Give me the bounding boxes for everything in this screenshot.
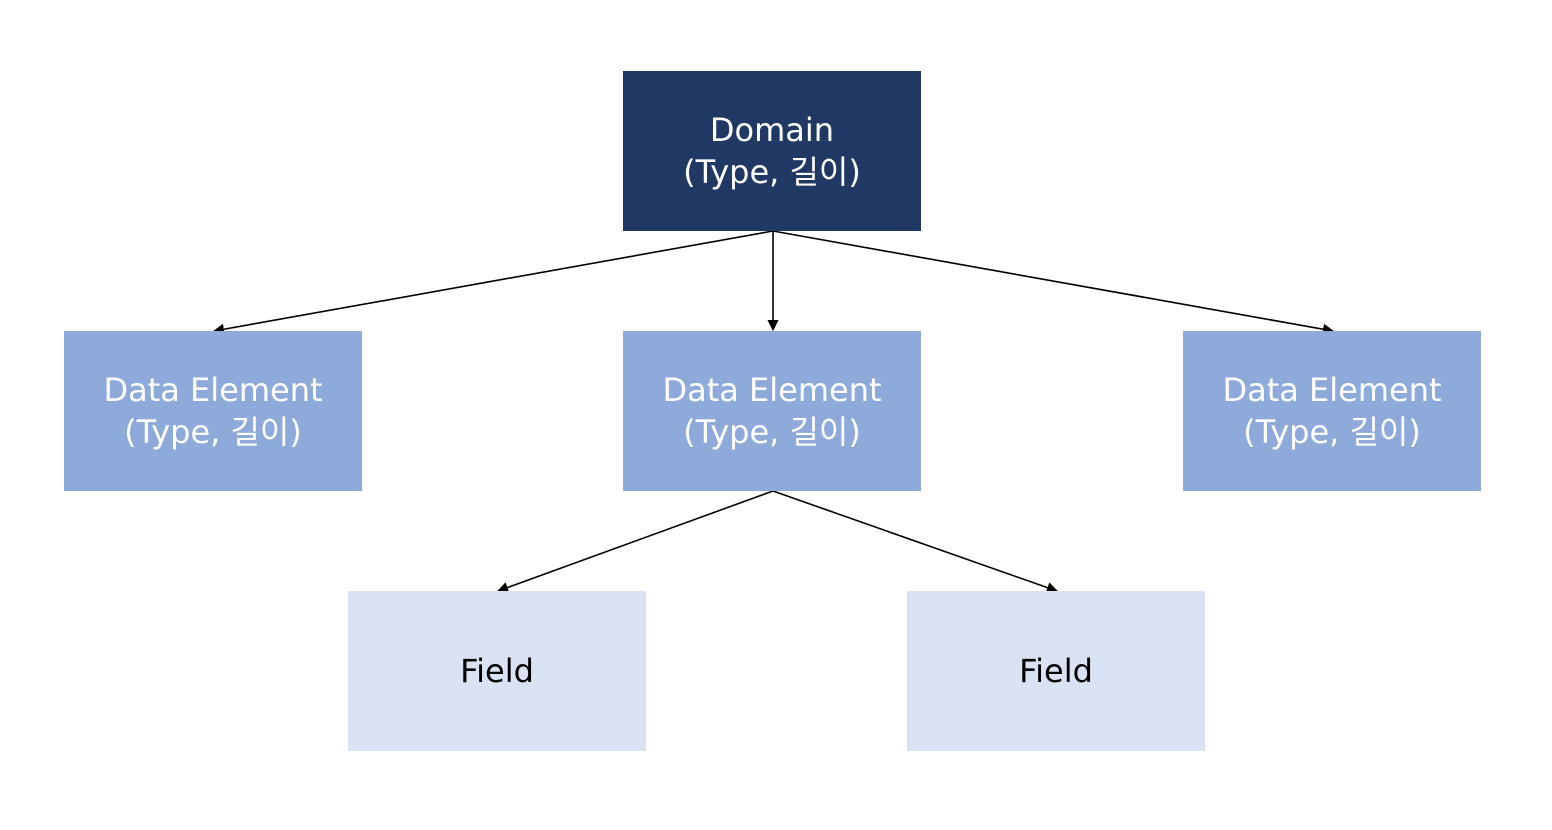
arrow-domain-to-element-right — [772, 230, 1335, 335]
domain-node-subtitle: (Type, 길이) — [683, 153, 861, 191]
field-node-right: Field — [907, 591, 1205, 751]
data-element-middle-subtitle: (Type, 길이) — [683, 413, 861, 451]
field-right-label: Field — [1019, 652, 1093, 690]
field-left-label: Field — [460, 652, 534, 690]
arrow-element-middle-to-field-left — [496, 490, 774, 593]
data-element-right-subtitle: (Type, 길이) — [1243, 413, 1421, 451]
arrow-element-middle-to-field-right — [772, 490, 1059, 593]
domain-node: Domain (Type, 길이) — [623, 71, 921, 231]
data-element-left-subtitle: (Type, 길이) — [124, 413, 302, 451]
arrow-domain-to-element-left — [212, 230, 774, 335]
field-node-left: Field — [348, 591, 646, 751]
data-element-node-right: Data Element (Type, 길이) — [1183, 331, 1481, 491]
data-element-middle-title: Data Element — [662, 371, 882, 409]
data-element-node-left: Data Element (Type, 길이) — [64, 331, 362, 491]
data-element-node-middle: Data Element (Type, 길이) — [623, 331, 921, 491]
data-element-left-title: Data Element — [103, 371, 323, 409]
data-element-right-title: Data Element — [1222, 371, 1442, 409]
domain-node-title: Domain — [709, 111, 835, 149]
